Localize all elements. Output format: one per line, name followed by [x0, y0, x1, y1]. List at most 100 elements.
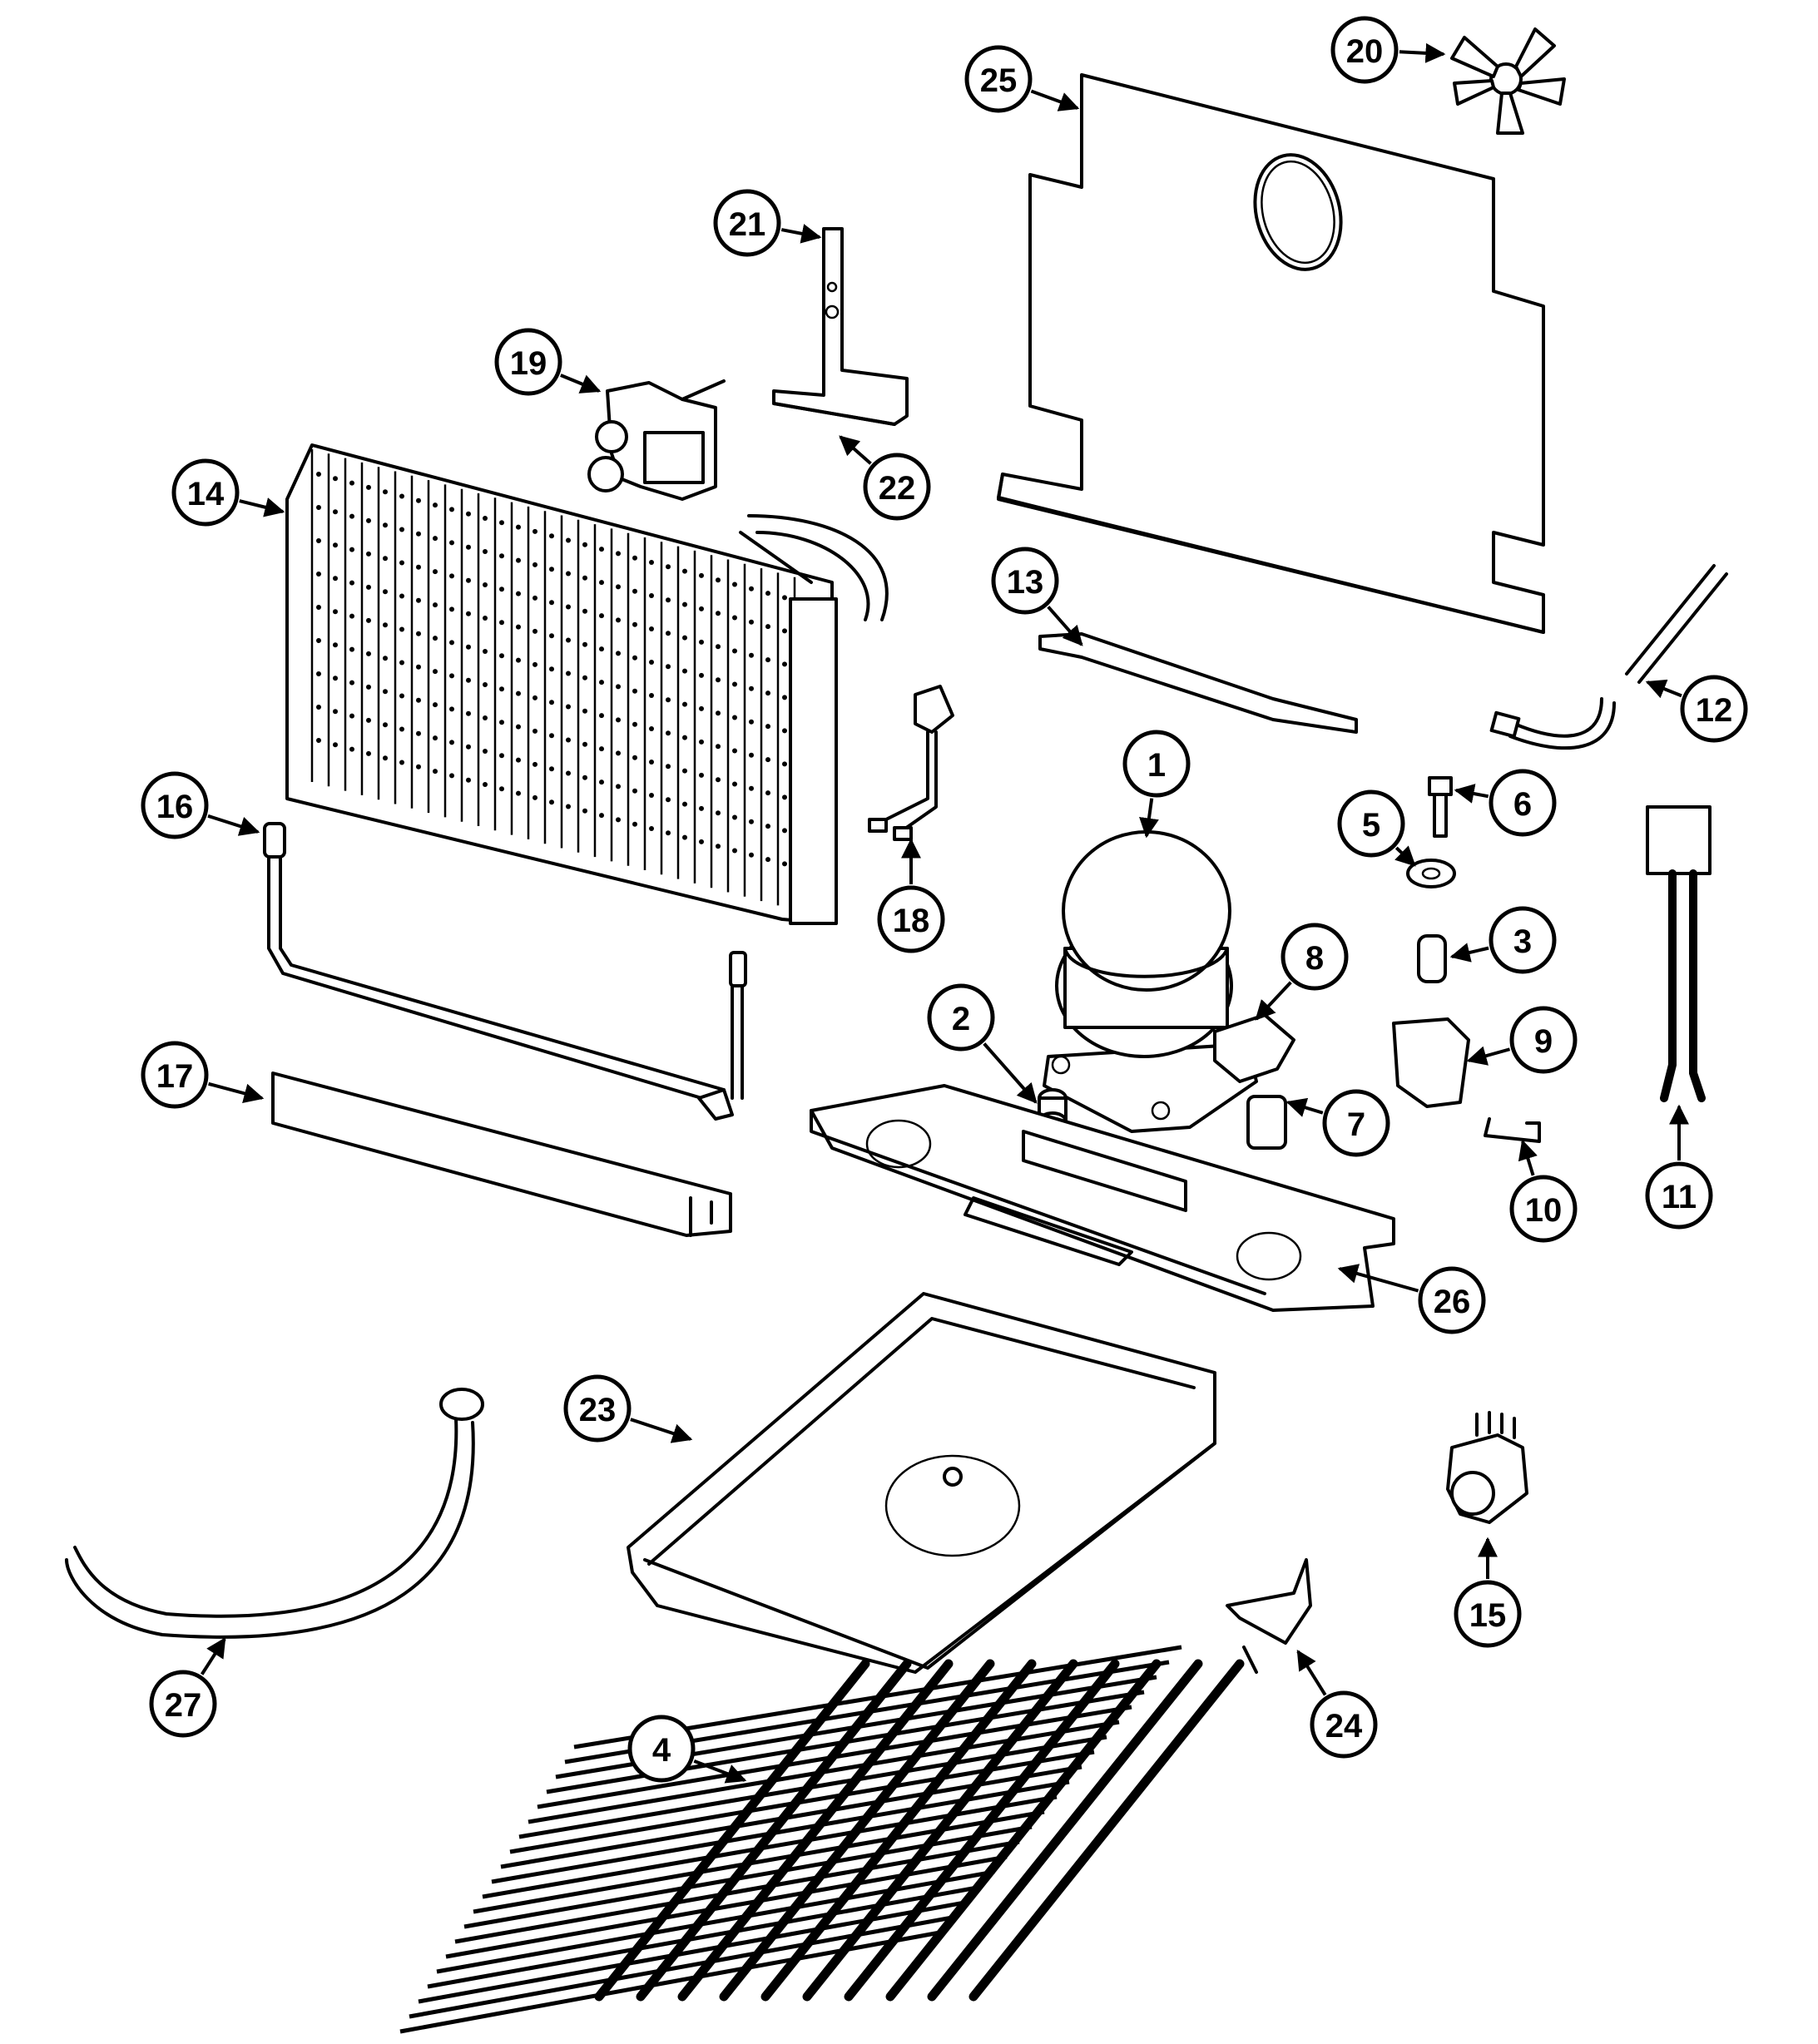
evaporator-tube-dot — [699, 805, 704, 811]
evaporator-tube-dot — [649, 560, 654, 565]
evaporator-tube-dot — [316, 472, 321, 477]
leader-line-19 — [560, 374, 602, 393]
condenser-wire — [518, 1735, 1107, 1839]
evaporator-tube-dot — [416, 697, 421, 703]
compressor-part — [1043, 830, 1258, 1133]
evaporator-tube-dot — [499, 553, 504, 559]
callout-circle — [171, 458, 240, 527]
callout-25: 25 — [964, 45, 1033, 113]
evaporator-tube-dot — [765, 790, 770, 796]
callout-number: 4 — [652, 1732, 671, 1769]
evaporator-tube-dot — [599, 813, 604, 819]
evaporator-tube-dot — [666, 664, 671, 670]
callout-14: 14 — [171, 458, 240, 527]
leader-line-9 — [1466, 1046, 1511, 1066]
leader-line-24 — [1296, 1649, 1327, 1696]
callout-number: 18 — [893, 903, 930, 939]
evaporator-tube-dot — [533, 794, 537, 800]
callout-6: 6 — [1489, 769, 1557, 837]
evaporator-tube-dot — [566, 804, 571, 809]
callout-number: 2 — [952, 1001, 970, 1037]
evaporator-tube-dot — [782, 761, 787, 767]
evaporator-tube-dot — [483, 749, 488, 754]
evaporator-tube-dot — [716, 710, 721, 716]
evaporator-tube-dot — [516, 757, 521, 763]
evaporator-tube-dot — [316, 671, 321, 676]
evaporator-tube-dot — [682, 568, 687, 574]
evaporator-tube-dot — [616, 750, 621, 756]
callout-number: 15 — [1469, 1597, 1507, 1634]
leader-line-17 — [208, 1081, 265, 1104]
evaporator-tube-dot — [566, 637, 571, 643]
evaporator-tube-dot — [566, 770, 571, 776]
evaporator-tube-dot — [599, 779, 604, 785]
evaporator-tube-dot — [616, 784, 621, 789]
evaporator-tube-dot — [616, 651, 621, 656]
evaporator-tube-dot — [749, 752, 754, 758]
evaporator-tube-dot — [366, 551, 371, 557]
callout-circle — [141, 1041, 209, 1109]
evaporator-tube-dot — [666, 830, 671, 836]
evaporator-tube-dot — [566, 604, 571, 610]
callout-22: 22 — [863, 453, 931, 521]
callout-circle — [1454, 1580, 1522, 1648]
callout-number: 6 — [1513, 786, 1532, 823]
evaporator-tube-dot — [449, 507, 454, 512]
evaporator-tube-dot — [366, 617, 371, 623]
evaporator-tube-dot — [466, 544, 471, 550]
callout-20: 20 — [1330, 16, 1399, 84]
callout-13: 13 — [991, 547, 1059, 615]
leader-line-14 — [239, 497, 285, 517]
evaporator-tube-dot — [566, 537, 571, 543]
retainer-clip-part — [1484, 1117, 1541, 1143]
evaporator-tube-dot — [732, 848, 737, 854]
evaporator-tube-dot — [349, 746, 354, 752]
evaporator-tube-dot — [649, 693, 654, 698]
leader-line-2 — [983, 1042, 1038, 1104]
callout-circle — [1122, 730, 1191, 798]
evaporator-tube-dot — [383, 589, 388, 595]
evaporator-tube-dot — [483, 549, 488, 554]
condenser-wire — [454, 1839, 1020, 1944]
evaporator-tube-dot — [549, 533, 554, 539]
evaporator-tube-dot — [333, 642, 338, 648]
evaporator-tube-dot — [749, 685, 754, 691]
callout-number: 26 — [1434, 1284, 1471, 1320]
evaporator-tube-dot — [632, 755, 637, 760]
evaporator-tube-dot — [616, 717, 621, 723]
evaporator-tube-dot — [516, 657, 521, 663]
evaporator-tube-dot — [599, 646, 604, 652]
relay-part — [1246, 1095, 1287, 1150]
evaporator-tube-dot — [649, 626, 654, 631]
leader-line-10 — [1518, 1139, 1538, 1176]
evaporator-tube-dot — [765, 757, 770, 763]
evaporator-tube-dot — [449, 540, 454, 546]
evaporator-tube-dot — [732, 681, 737, 687]
leader-line-21 — [780, 224, 822, 244]
callout-circle — [1310, 1690, 1378, 1759]
evaporator-tube-dot — [716, 577, 721, 583]
evaporator-tube-dot — [533, 595, 537, 601]
evaporator-tube-dot — [333, 542, 338, 548]
evaporator-tube-dot — [649, 593, 654, 598]
leader-line-3 — [1449, 943, 1489, 963]
callout-circle — [563, 1374, 632, 1443]
evaporator-tube-dot — [416, 497, 421, 503]
evaporator-tube-dot — [732, 582, 737, 587]
callout-number: 17 — [156, 1058, 194, 1095]
evaporator-tube-dot — [399, 693, 404, 699]
evaporator-tube-dot — [582, 708, 587, 714]
evaporator-tube-dot — [316, 638, 321, 643]
condenser-wire — [528, 1720, 1120, 1824]
evaporator-tube-dot — [483, 582, 488, 587]
evaporator-tube-dot — [516, 790, 521, 796]
callout-16: 16 — [141, 771, 209, 839]
evaporator-tube-dot — [516, 724, 521, 730]
evaporator-tube-dot — [316, 538, 321, 543]
evaporator-tube-dot — [349, 580, 354, 586]
evaporator-tube-dot — [399, 493, 404, 499]
evaporator-tube-dot — [632, 721, 637, 727]
condenser-wire — [491, 1779, 1070, 1884]
bracket-part — [772, 227, 909, 426]
